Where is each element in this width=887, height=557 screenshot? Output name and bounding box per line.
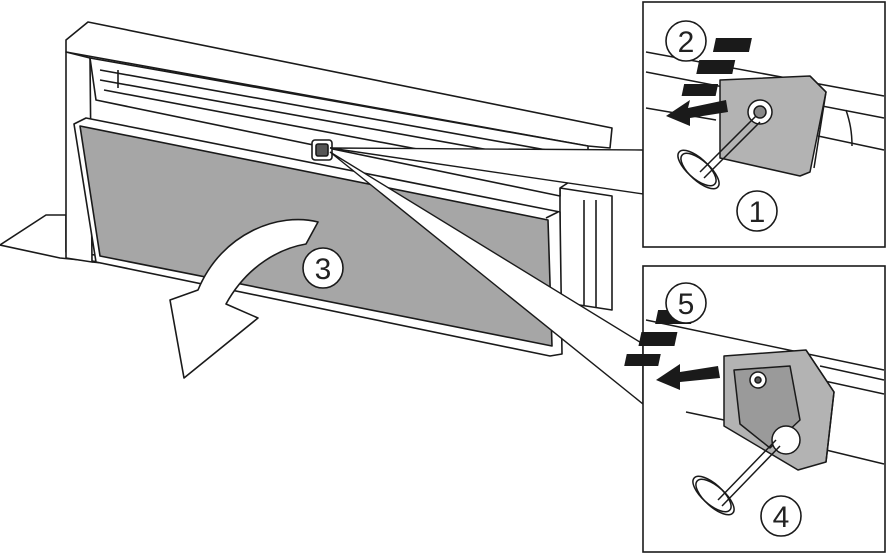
dash	[712, 38, 752, 52]
step-4-label: 4	[773, 501, 790, 534]
tool-shaft	[699, 115, 757, 173]
bracket-hole-inner	[753, 105, 767, 119]
dash	[681, 84, 719, 96]
bracket-edge	[809, 75, 827, 169]
rail-line	[825, 449, 885, 465]
rail-line	[819, 379, 885, 395]
filter-panel	[73, 117, 563, 357]
step-circle	[665, 20, 707, 62]
step-circle	[760, 495, 802, 537]
rail-line	[817, 135, 885, 151]
dash	[696, 60, 736, 74]
step-3-marker: 3	[302, 247, 344, 289]
arrow-head	[656, 364, 720, 390]
step-1-label: 1	[749, 196, 766, 229]
rail-line	[685, 411, 725, 421]
dash	[624, 354, 661, 366]
step-circle	[665, 282, 707, 324]
step-circle	[736, 190, 778, 232]
bracket	[719, 75, 827, 177]
step-3-label: 3	[315, 253, 332, 286]
step-5-label: 5	[678, 288, 695, 321]
right-frame	[559, 187, 613, 311]
detail-box-bottom: 5 4	[624, 265, 886, 553]
rail-line	[819, 365, 885, 381]
step-2-label: 2	[678, 26, 695, 59]
filter-panel-surface	[79, 125, 553, 347]
dash	[638, 332, 678, 346]
tool-shaft	[721, 445, 781, 507]
detail-callout	[329, 147, 644, 406]
tool-shaft	[717, 439, 777, 501]
tool-ring	[695, 478, 735, 516]
tool-shaft	[703, 121, 761, 179]
release-arrow	[666, 38, 752, 126]
rail-curve	[845, 109, 853, 147]
bracket-hole-inner	[754, 376, 762, 384]
louvre-line	[99, 69, 581, 157]
tool-ring	[680, 152, 720, 190]
arrow-head	[666, 100, 728, 126]
rail-line	[645, 319, 885, 371]
panel-edge	[545, 211, 559, 219]
swing-down-arrow	[169, 218, 319, 379]
detail-box-top: 2 1	[642, 1, 886, 248]
bracket-edge	[805, 349, 835, 463]
push-button-face	[315, 143, 329, 157]
step-circle	[302, 247, 344, 289]
